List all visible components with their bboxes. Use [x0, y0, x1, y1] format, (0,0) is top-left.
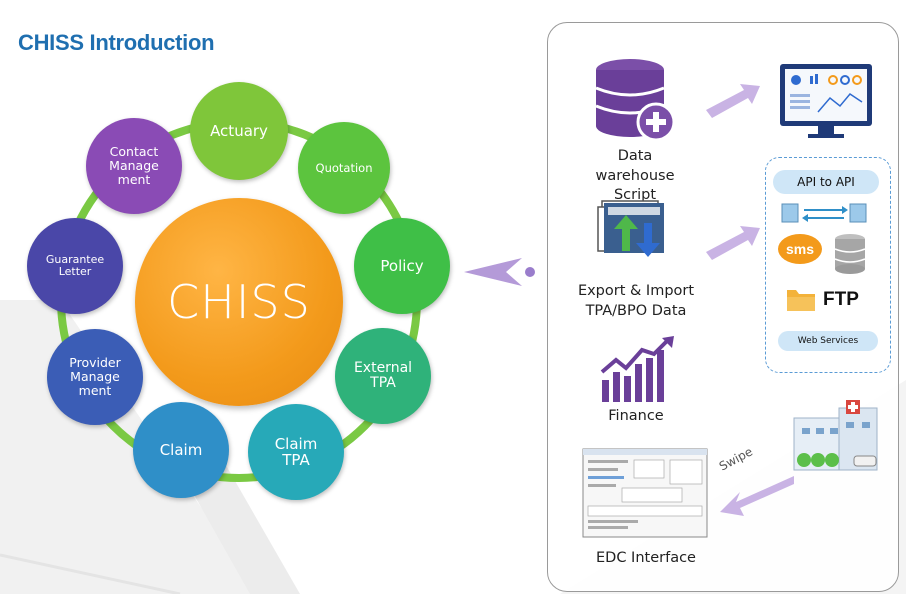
api-exchange-icon [781, 203, 867, 223]
data-warehouse-label: Data warehouse Script [595, 148, 675, 204]
page-title: CHISS Introduction [18, 30, 215, 55]
node-contact-management-label: Contact Manage ment [109, 144, 159, 187]
center-chiss: CHISS [135, 198, 343, 406]
api-to-api-pill: API to API [773, 170, 879, 194]
center-label: CHISS [167, 275, 311, 329]
arrow-to-api-icon [706, 226, 760, 260]
finance-chart-icon [600, 336, 674, 402]
node-provider-management: Provider Manage ment [47, 329, 143, 425]
web-services-label: Web Services [797, 336, 859, 346]
ftp-label: FTP [823, 289, 859, 310]
node-actuary: Actuary [190, 82, 288, 180]
node-claim-label: Claim [159, 440, 203, 459]
node-policy: Policy [354, 218, 450, 314]
node-policy-label: Policy [380, 256, 424, 275]
web-services-pill: Web Services [778, 331, 878, 351]
swipe-arrow-icon [720, 476, 794, 516]
finance-label: Finance [608, 408, 664, 424]
edc-window-icon [582, 448, 708, 538]
arrow-to-monitor-icon [706, 84, 760, 118]
node-claim-tpa-label: Claim TPA [274, 434, 318, 469]
folder-icon [787, 290, 815, 311]
node-external-tpa: External TPA [335, 328, 431, 424]
node-claim-tpa: Claim TPA [248, 404, 344, 500]
edc-interface-label: EDC Interface [596, 550, 696, 566]
node-external-tpa-label: External TPA [353, 359, 413, 391]
node-guarantee-letter-label: Guarantee Letter [45, 252, 105, 278]
sms-label: sms [785, 241, 815, 257]
dashboard-monitor-icon [780, 64, 872, 138]
sms-icon: sms [778, 234, 822, 264]
node-claim: Claim [133, 402, 229, 498]
export-import-label: Export & Import TPA/BPO Data [577, 283, 695, 319]
node-provider-management-label: Provider Manage ment [69, 355, 121, 398]
export-import-icon [597, 200, 664, 257]
node-guarantee-letter: Guarantee Letter [27, 218, 123, 314]
database-icon [595, 59, 676, 142]
node-quotation: Quotation [298, 122, 390, 214]
integration-arrow [464, 258, 535, 286]
node-contact-management: Contact Manage ment [86, 118, 182, 214]
api-to-api-label: API to API [797, 175, 855, 189]
database-small-icon [834, 234, 866, 274]
node-quotation-label: Quotation [315, 160, 373, 175]
hospital-building-icon [793, 400, 878, 471]
node-actuary-label: Actuary [210, 121, 268, 140]
